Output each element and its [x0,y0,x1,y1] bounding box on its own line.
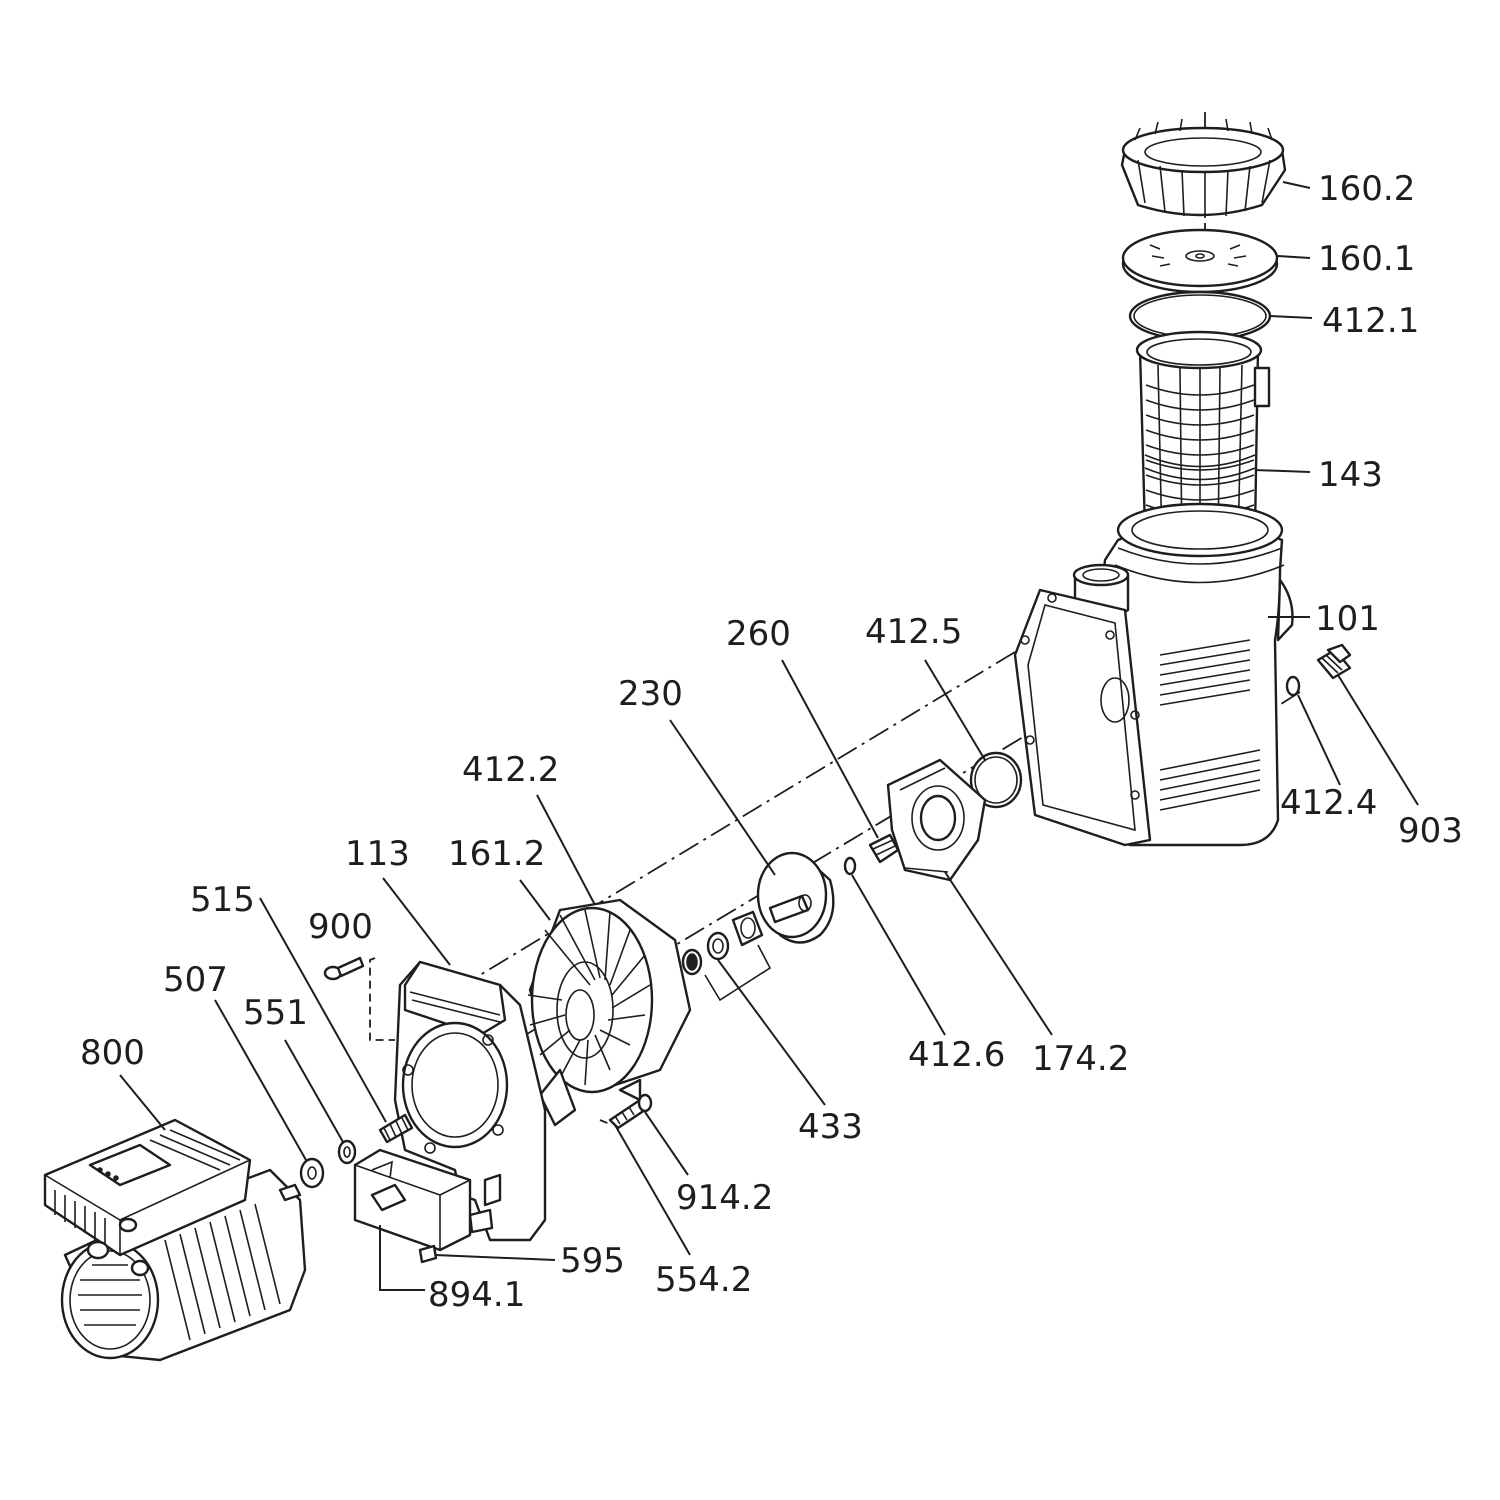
label-412-6: 412.6 [908,1035,1005,1075]
screw-914-2 [608,1093,653,1130]
lantern-113 [393,960,547,1242]
strainer-cover-ring-160-2 [1120,118,1287,218]
washer-507 [299,1157,325,1189]
label-433: 433 [798,1107,863,1147]
label-260: 260 [726,614,791,654]
label-554-2: 554.2 [655,1260,752,1300]
drain-plug-903 [1316,643,1352,680]
label-160-1: 160.1 [1318,239,1415,279]
o-ring-412-5 [969,751,1023,809]
label-507: 507 [163,960,228,1000]
motor-800 [43,1118,307,1362]
screw-900 [323,956,365,981]
label-230: 230 [618,674,683,714]
label-143: 143 [1318,455,1383,495]
label-551: 551 [243,993,308,1033]
label-894-1: 894.1 [428,1275,525,1315]
spring-515 [378,1113,414,1144]
label-412-2: 412.2 [462,750,559,790]
label-800: 800 [80,1033,145,1073]
label-914-2: 914.2 [676,1178,773,1218]
impeller-screw-260 [868,833,900,864]
label-101: 101 [1315,599,1380,639]
label-174-2: 174.2 [1032,1039,1129,1079]
label-161-2: 161.2 [448,834,545,874]
label-903: 903 [1398,811,1463,851]
washer-551 [337,1139,357,1165]
diffuser-174-2 [886,758,987,882]
label-113: 113 [345,834,410,874]
label-900: 900 [308,907,373,947]
mechanical-seal-433 [681,910,772,1002]
label-160-2: 160.2 [1318,169,1415,209]
leader-lines [119,181,1419,1291]
part-labels: 160.2 160.1 412.1 143 101 260 412.5 230 … [80,169,1463,1315]
label-595: 595 [560,1241,625,1281]
label-412-1: 412.1 [1322,301,1419,341]
support-foot-894-1 [353,1148,472,1264]
drain-o-ring-412-4 [1285,675,1301,697]
label-412-5: 412.5 [865,612,962,652]
impeller-230 [756,851,835,944]
o-ring-412-6 [843,856,857,876]
label-412-4: 412.4 [1280,783,1377,823]
strainer-basket-143 [1135,330,1271,555]
pump-housing-101 [1013,502,1294,847]
strainer-lid-160-1 [1121,228,1279,294]
casing-cover-161-2 [527,898,692,1127]
label-515: 515 [190,880,255,920]
